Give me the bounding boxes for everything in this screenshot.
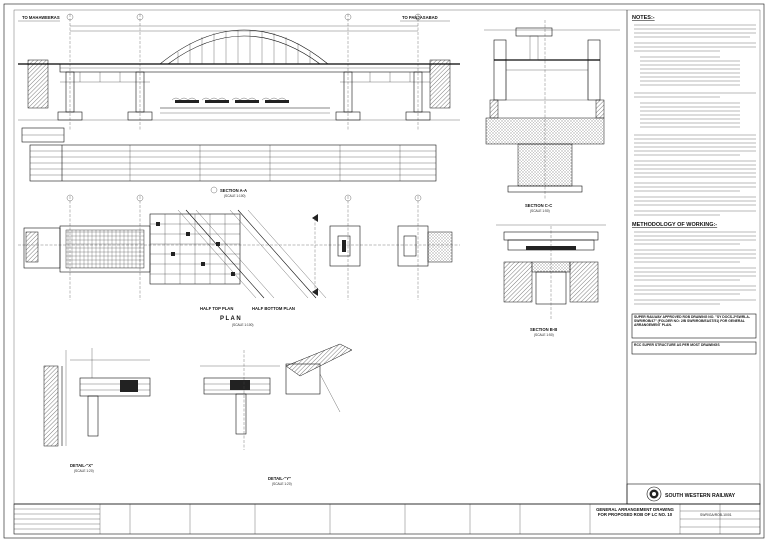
section-aa-scale: (SCALE 1:100) — [224, 194, 245, 198]
plan-half-top-label: HALF TOP PLAN — [200, 306, 233, 311]
notes-text-lines — [634, 24, 756, 216]
section-aa-title: SECTION A-A — [220, 188, 247, 193]
notes-panel: NOTES:- METHODOLOGY OF WORKING:- — [631, 15, 757, 355]
detail-y-title: DETAIL-"Y" — [268, 476, 291, 481]
direction-right: TO PANJASABAD — [402, 15, 438, 20]
rcc-text: RCC SUPER STRUCTURE AS PER MOST DRAWINGS — [634, 343, 720, 347]
section-bb: SECTION B-B (SCALE 1:50) — [496, 224, 606, 337]
notes-heading: NOTES:- — [632, 15, 655, 21]
direction-left: TO MAHAWEERAS — [22, 15, 60, 20]
plan-view: HALF TOP PLAN HALF BOTTOM PLAN P L A N (… — [18, 194, 460, 327]
section-bb-title: SECTION B-B — [530, 327, 557, 332]
plan-scale: (SCALE 1:100) — [232, 323, 253, 327]
approval-box — [631, 313, 757, 339]
title-block: SOUTH WESTERN RAILWAY GENERAL ARRANGEMEN… — [13, 483, 761, 535]
drawing-number: SWR/GA/ROB-10/01 — [700, 513, 732, 517]
detail-y-scale: (SCALE 1:20) — [272, 482, 292, 486]
drawing-title: GENERAL ARRANGEMENT DRAWING FOR PROPOSED… — [596, 507, 674, 518]
outer-border — [3, 3, 765, 539]
plan-title: P L A N — [220, 316, 241, 322]
section-cc-scale: (SCALE 1:50) — [530, 209, 550, 213]
plan-half-bottom-label: HALF BOTTOM PLAN — [252, 306, 295, 311]
detail-x: DETAIL-"X" (SCALE 1:20) — [43, 348, 151, 473]
approval-text: SUPER RAILWAY APPROVED ROB DRAWING NO. "… — [634, 315, 750, 328]
detail-x-scale: (SCALE 1:20) — [74, 469, 94, 473]
methodology-text-lines — [634, 231, 756, 305]
methodology-heading: METHODOLOGY OF WORKING:- — [632, 222, 717, 228]
rcc-box — [631, 341, 757, 355]
section-bb-scale: (SCALE 1:50) — [534, 333, 554, 337]
railway-emblem-icon — [646, 486, 662, 502]
railway-name: SOUTH WESTERN RAILWAY — [665, 493, 736, 499]
section-cc: SECTION C-C (SCALE 1:50) — [484, 20, 620, 213]
level-schedule-table — [29, 144, 437, 182]
detail-y: DETAIL-"Y" (SCALE 1:20) — [200, 343, 353, 486]
section-aa-elevation: TO MAHAWEERAS TO PANJASABAD — [18, 13, 460, 198]
section-cc-title: SECTION C-C — [525, 203, 552, 208]
detail-x-title: DETAIL-"X" — [70, 463, 93, 468]
